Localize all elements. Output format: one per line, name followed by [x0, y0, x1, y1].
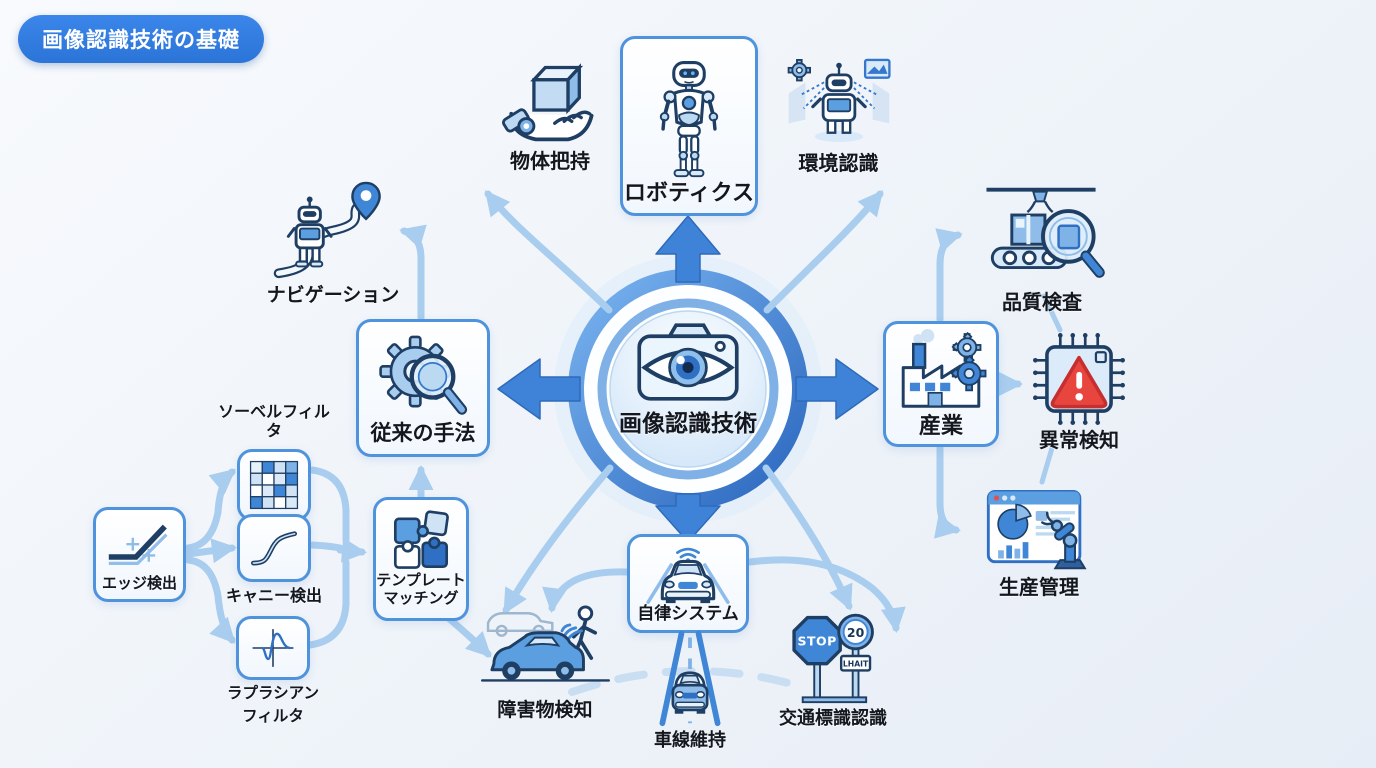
wavelet-curve-icon	[252, 629, 294, 667]
arrow-left	[497, 358, 581, 420]
edge-industry-quality	[935, 228, 963, 324]
quality-inspection-label: 品質検査	[1002, 292, 1082, 314]
node-traditional-methods: 従来の手法	[356, 319, 490, 457]
node-industry: 産業	[883, 321, 999, 447]
edge-center-grasping	[484, 190, 613, 314]
industry-label: 産業	[918, 413, 963, 439]
node-robotics: ロボティクス	[620, 36, 758, 216]
node-production-management: 生産管理	[968, 480, 1110, 601]
node-lane-keeping: 車線維持	[643, 628, 737, 751]
edge-bottom-dashed-arc	[568, 667, 810, 696]
lane-keeping-label: 車線維持	[654, 730, 726, 750]
traditional-methods-label: 従来の手法	[370, 421, 476, 445]
central-node-label: 画像認識技術	[619, 410, 757, 436]
conveyor-magnifier-icon	[986, 187, 1105, 278]
camera-eye-icon	[637, 323, 739, 401]
kernel-grid-icon	[249, 460, 299, 509]
primary-arrows	[497, 215, 879, 543]
node-canny-detection: キャニー検出	[211, 514, 337, 607]
edge-sobel-merge	[308, 466, 350, 544]
edge-autonomous-obstacle	[542, 568, 632, 613]
sobel-filter-label: ソーベルフィルタ	[218, 404, 330, 440]
edge-corner-icon	[108, 524, 168, 565]
laplacian-filter-label-line2: フィルタ	[242, 708, 304, 726]
page-title: 画像認識技術の基礎	[18, 15, 264, 63]
robot-hand-cube-icon	[502, 63, 594, 142]
lane-road-icon	[659, 630, 721, 727]
robotics-label: ロボティクス	[623, 180, 755, 206]
node-autonomous-systems: 自律システム	[627, 534, 749, 633]
central-node-image-recognition: 画像認識技術	[606, 316, 770, 446]
template-matching-label-line2: マッチング	[383, 590, 459, 607]
node-quality-inspection: 品質検査	[972, 178, 1112, 316]
edge-center-traffic	[762, 464, 853, 611]
object-grasping-label: 物体把持	[510, 151, 590, 173]
anomaly-detection-label: 異常検知	[1039, 430, 1119, 452]
robot-path-pin-icon	[273, 181, 381, 279]
node-environment-recognition: 環境認識	[775, 54, 902, 177]
edge-center-environment	[763, 190, 884, 314]
node-anomaly-detection: 異常検知	[1020, 330, 1138, 454]
node-navigation: ナビゲーション	[258, 180, 408, 307]
arrow-right	[795, 358, 879, 420]
edge-laplacian-merge	[306, 558, 350, 649]
arrow-up	[655, 215, 721, 283]
node-template-matching: テンプレート マッチング	[373, 497, 469, 621]
traffic-sign-recognition-label: 交通標識認識	[779, 708, 887, 728]
node-laplacian-filter: ラプラシアン フィルタ	[203, 616, 343, 727]
car-pedestrian-sensor-icon	[480, 605, 611, 682]
node-object-grasping: 物体把持	[486, 56, 614, 175]
edge-autonomous-traffic	[746, 556, 906, 633]
template-matching-label-line1: テンプレート	[376, 572, 466, 590]
chip-warning-icon	[1033, 333, 1125, 425]
arrow-down	[655, 493, 721, 543]
node-traffic-sign-recognition: STOP 20 LHAIT 交通標識認識	[765, 606, 901, 729]
node-sobel-filter: ソーベルフィルタ	[211, 404, 337, 521]
gear-magnifier-icon	[379, 335, 468, 415]
edge-edge-canny	[184, 538, 237, 564]
node-edge-detection: エッジ検出	[93, 507, 186, 602]
traffic-signs-icon: STOP 20 LHAIT	[792, 613, 874, 704]
speed-limit-plaque-text: LHAIT	[843, 660, 869, 669]
puzzle-pieces-icon	[393, 510, 449, 570]
speed-limit-value: 20	[847, 625, 865, 640]
environment-recognition-label: 環境認識	[798, 153, 879, 175]
edge-detection-label: エッジ検出	[101, 574, 177, 592]
navigation-label: ナビゲーション	[266, 285, 400, 306]
secondary-arrows	[184, 190, 1063, 658]
sigmoid-curve-icon	[251, 531, 297, 566]
dashboard-robot-arm-icon	[986, 490, 1087, 570]
autonomous-car-icon	[646, 548, 730, 605]
laplacian-filter-label-line1: ラプラシアン	[226, 685, 320, 702]
node-obstacle-detection: 障害物検知	[472, 586, 618, 722]
edge-quality-anomaly	[1041, 293, 1063, 333]
canny-detection-label: キャニー検出	[225, 588, 322, 605]
edge-center-obstacle	[502, 464, 614, 615]
edge-traditional-navigation	[399, 224, 427, 322]
production-management-label: 生産管理	[999, 577, 1079, 599]
humanoid-robot-icon	[659, 61, 719, 178]
obstacle-detection-label: 障害物検知	[497, 700, 593, 721]
edge-edge-laplacian	[184, 556, 236, 644]
edge-edge-sobel	[184, 468, 236, 552]
edge-merge-template	[336, 537, 367, 563]
autonomous-systems-label: 自律システム	[637, 604, 739, 624]
stop-sign-text: STOP	[798, 633, 837, 648]
robot-environment-icon	[787, 58, 891, 143]
edge-anomaly-production	[1039, 445, 1055, 485]
factory-gears-icon	[901, 329, 987, 408]
edge-industry-production	[934, 443, 961, 539]
